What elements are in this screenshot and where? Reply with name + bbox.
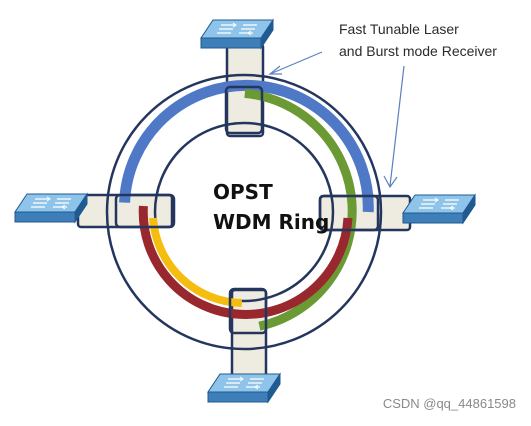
callout-arrow-right [389, 65, 405, 187]
callout-arrow-top [269, 51, 323, 75]
network-switch-icon [207, 373, 281, 403]
ring-title-line-1: OPST [213, 180, 273, 204]
outer-ring [105, 73, 383, 351]
annotation-line-2: and Burst mode Receiver [339, 43, 497, 59]
port-box-top [224, 85, 264, 135]
port-box-bottom [228, 287, 268, 335]
green-lightpath-arc [244, 88, 357, 331]
ring-title-line-2: WDM Ring [213, 210, 329, 234]
network-switch-icon [402, 194, 476, 224]
network-switch-icon [200, 19, 274, 49]
annotation-line-1: Fast Tunable Laser [339, 21, 459, 37]
callout-arrowhead-top [268, 65, 282, 75]
port-box-left [114, 193, 176, 229]
callout-arrowhead-right [383, 175, 398, 189]
red-lightpath-arc [138, 205, 353, 319]
network-switch-icon [14, 193, 88, 223]
watermark: CSDN @qq_44861598 [383, 396, 516, 411]
yellow-lightpath-arc [149, 217, 242, 307]
inner-ring [153, 121, 335, 303]
port-box-right [318, 194, 380, 232]
blue-lightpath-arc [119, 79, 374, 213]
